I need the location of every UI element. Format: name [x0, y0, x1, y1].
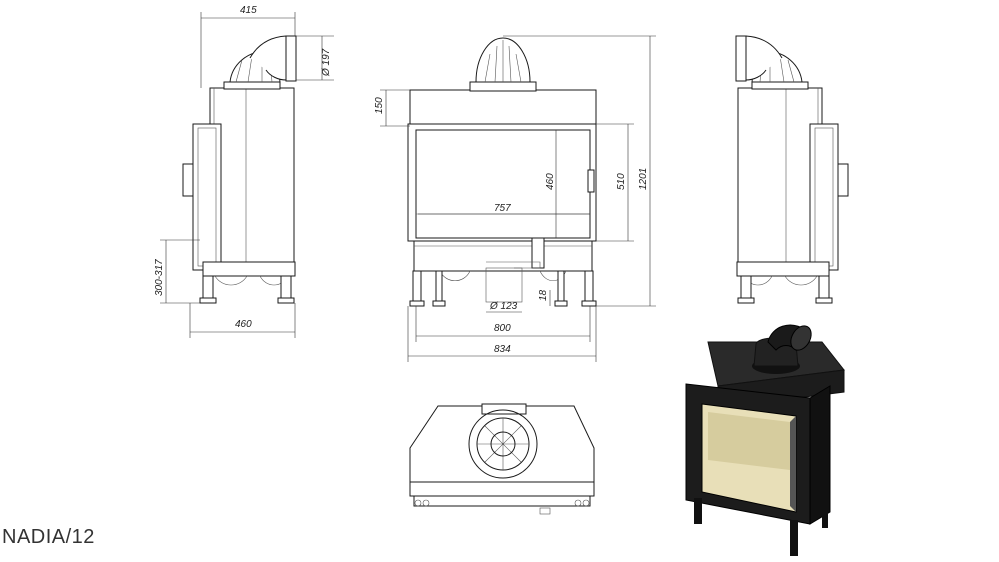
dim-side-depth-top: 415 — [240, 5, 257, 16]
dim-side-depth-bottom: 460 — [235, 319, 252, 330]
dim-total-height: 1201 — [638, 168, 649, 190]
dim-flue-diameter: Ø 197 — [321, 48, 332, 77]
dim-glass-width: 757 — [494, 203, 511, 214]
dim-glass-height: 460 — [545, 173, 556, 190]
dim-leg-offset: 18 — [538, 289, 549, 301]
side-view-right — [735, 35, 849, 304]
fireplace-render — [685, 324, 845, 556]
dim-side-leg-height: 300-317 — [154, 259, 165, 296]
dim-total-width: 834 — [494, 344, 511, 355]
model-label: NADIA/12 — [2, 526, 95, 548]
dim-air-inlet-diameter: Ø 123 — [489, 301, 518, 312]
dim-leg-spacing: 800 — [494, 323, 511, 334]
top-view — [409, 403, 595, 515]
dim-front-top-height: 150 — [374, 97, 385, 114]
dim-door-height: 510 — [616, 173, 627, 190]
front-view — [380, 35, 656, 362]
side-view-left — [160, 12, 334, 338]
